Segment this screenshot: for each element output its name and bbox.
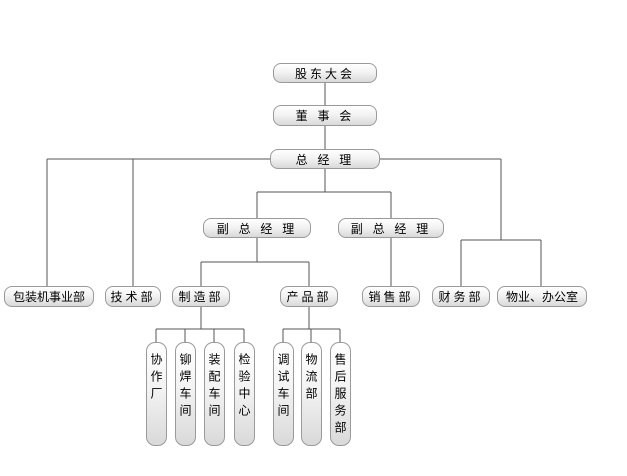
label-sales: 销售部 xyxy=(368,290,414,304)
label-board: 董 事 会 xyxy=(295,109,355,123)
node-logistics: 物流部 xyxy=(301,342,322,446)
label-deputy-right: 副 总 经 理 xyxy=(350,221,432,236)
node-sales: 销售部 xyxy=(362,286,420,307)
node-riveting: 铆焊车间 xyxy=(175,342,196,446)
label-property: 物业、办公室 xyxy=(505,290,578,304)
node-after-sales: 售后服务部 xyxy=(330,342,351,446)
node-deputy-right: 副 总 经 理 xyxy=(338,218,444,238)
label-after-sales: 售后服务部 xyxy=(333,353,347,438)
node-board: 董 事 会 xyxy=(273,105,377,126)
label-product: 产品部 xyxy=(286,290,332,304)
node-finance: 财务部 xyxy=(432,286,490,307)
node-shareholders: 股东大会 xyxy=(273,63,377,83)
node-deputy-left: 副 总 经 理 xyxy=(203,218,311,238)
label-riveting: 铆焊车间 xyxy=(178,353,192,421)
node-assembly: 装配车间 xyxy=(204,342,225,446)
node-inspection: 检验中心 xyxy=(234,342,255,446)
node-product: 产品部 xyxy=(280,286,338,307)
node-packaging: 包装机事业部 xyxy=(4,286,94,307)
label-finance: 财务部 xyxy=(438,290,484,304)
node-tech: 技术部 xyxy=(105,286,161,307)
label-deputy-left: 副 总 经 理 xyxy=(216,221,298,236)
label-gm: 总 经 理 xyxy=(295,152,355,167)
label-assembly: 装配车间 xyxy=(207,353,221,421)
label-manufacturing: 制造部 xyxy=(178,290,224,304)
node-property: 物业、办公室 xyxy=(497,286,587,307)
node-manufacturing: 制造部 xyxy=(172,286,230,307)
label-packaging: 包装机事业部 xyxy=(12,290,85,304)
label-logistics: 物流部 xyxy=(304,353,318,404)
node-debug: 调试车间 xyxy=(273,342,294,446)
label-tech: 技术部 xyxy=(110,290,156,304)
node-coop-factory: 协作厂 xyxy=(146,342,167,446)
label-coop-factory: 协作厂 xyxy=(149,353,163,404)
node-gm: 总 经 理 xyxy=(270,149,380,169)
label-inspection: 检验中心 xyxy=(237,353,251,421)
label-shareholders: 股东大会 xyxy=(294,66,355,81)
label-debug: 调试车间 xyxy=(276,353,290,421)
